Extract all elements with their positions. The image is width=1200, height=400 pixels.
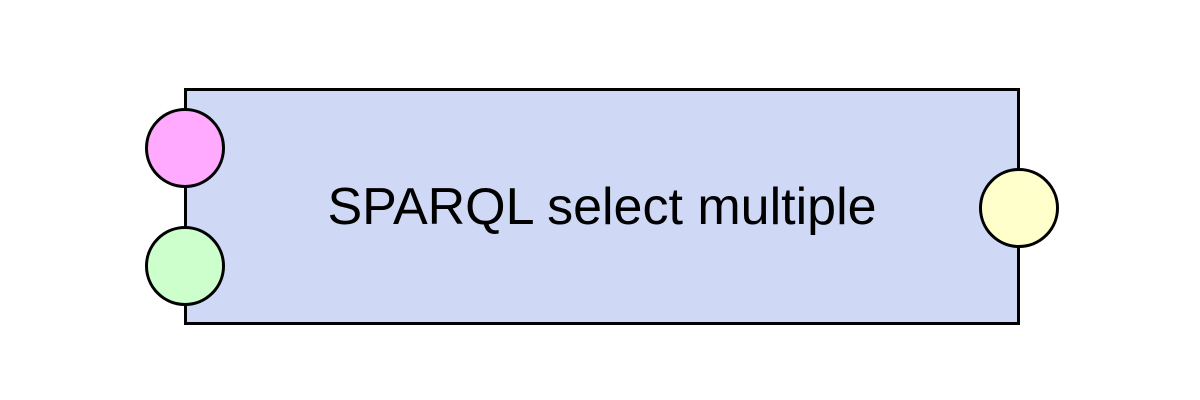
input-port-1[interactable] (145, 108, 225, 188)
output-port-1[interactable] (979, 168, 1059, 248)
node-box[interactable] (184, 88, 1020, 325)
input-port-2[interactable] (145, 226, 225, 306)
